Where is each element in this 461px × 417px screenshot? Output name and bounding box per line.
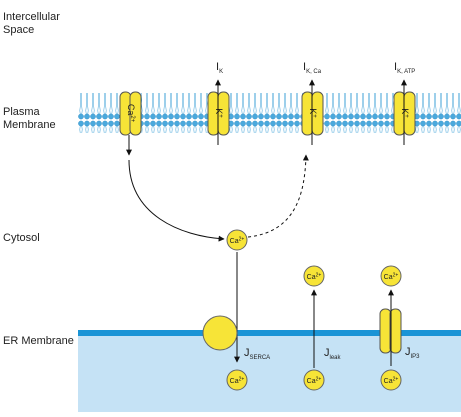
potassium-channel-ikca: K+ [301,91,324,136]
cyto-ion-label: Ca [230,238,239,245]
er-calcium-ion-ip3: Ca2+ [380,369,402,391]
ikatp-label: I [394,61,397,73]
svg-text:K+: K+ [308,108,318,118]
er-ion-3-charge: 2+ [393,377,399,383]
svg-text:Jleak: Jleak [324,347,342,361]
jserca-label: J [244,347,250,359]
jserca-subscript: SERCA [250,355,271,361]
er-ion-1-charge: 2+ [239,377,245,383]
cytosolic-calcium-ion: Ca2+ [226,229,248,251]
ikatp-subscript: K, ATP [397,69,415,75]
jleak-subscript: leak [330,355,342,361]
cyto-ion-charge: 2+ [239,237,245,243]
svg-text:JIP3: JIP3 [405,346,420,360]
er-ion-2-label: Ca [307,378,316,385]
ikca-label: I [303,61,306,73]
ca-channel-charge: 2+ [129,115,135,122]
leak-top-calcium-ion: Ca2+ [303,265,325,287]
k-channel-1-label: K [214,108,224,114]
er-membrane [78,330,461,336]
ip3-receptor-channel [379,308,402,354]
ikca-subscript: K, Ca [306,69,322,75]
svg-text:Ca2+: Ca2+ [307,377,322,386]
potassium-channel-ikatp: K+ [393,91,416,136]
svg-text:IK, Ca: IK, Ca [303,61,322,75]
ca-channel-label: Ca [126,104,136,116]
svg-text:JSERCA: JSERCA [244,347,270,361]
k-channel-2-label: K [308,108,318,114]
svg-text:K+: K+ [214,108,224,118]
er-ion-2-charge: 2+ [316,377,322,383]
svg-text:Ca2+: Ca2+ [384,377,399,386]
ca-to-cytosol-arrow [128,159,225,242]
svg-text:IK: IK [216,61,223,75]
svg-text:Ca2+: Ca2+ [126,104,136,123]
k-channel-1-charge: + [217,114,223,118]
er-calcium-ion-leak: Ca2+ [303,369,325,391]
leak-top-ion-label: Ca [307,274,316,281]
label-plasma-membrane: Plasma Membrane [3,106,56,131]
svg-text:Ca2+: Ca2+ [230,377,245,386]
label-er-membrane: ER Membrane [3,335,74,347]
ik-label: I [216,61,219,73]
k-channel-3-charge: + [403,114,409,118]
k-channel-3-label: K [400,108,410,114]
label-cytosol: Cytosol [3,232,40,244]
er-lumen [78,334,461,412]
ik-subscript: K [219,69,223,75]
svg-text:K+: K+ [400,108,410,118]
label-intercellular-space: Intercellular Space [3,11,60,36]
calcium-channel: Ca2+ [119,91,142,136]
leak-top-ion-charge: 2+ [316,273,322,279]
jip3-label: J [405,346,411,358]
k-channel-2-charge: + [311,114,317,118]
ip3-top-calcium-ion: Ca2+ [380,265,402,287]
ip3-top-ion-label: Ca [384,274,393,281]
svg-text:Ca2+: Ca2+ [384,273,399,282]
ca-activates-kca-arrow [247,154,309,238]
ip3-top-ion-charge: 2+ [393,273,399,279]
jleak-label: J [324,347,330,359]
er-ion-3-label: Ca [384,378,393,385]
serca-pump [202,315,238,351]
potassium-channel-ik: K+ [207,91,230,136]
er-calcium-ion-serca: Ca2+ [226,369,248,391]
svg-text:Ca2+: Ca2+ [307,273,322,282]
jip3-subscript: IP3 [411,354,421,360]
svg-text:IK, ATP: IK, ATP [394,61,415,75]
er-ion-1-label: Ca [230,378,239,385]
svg-text:Ca2+: Ca2+ [230,237,245,246]
